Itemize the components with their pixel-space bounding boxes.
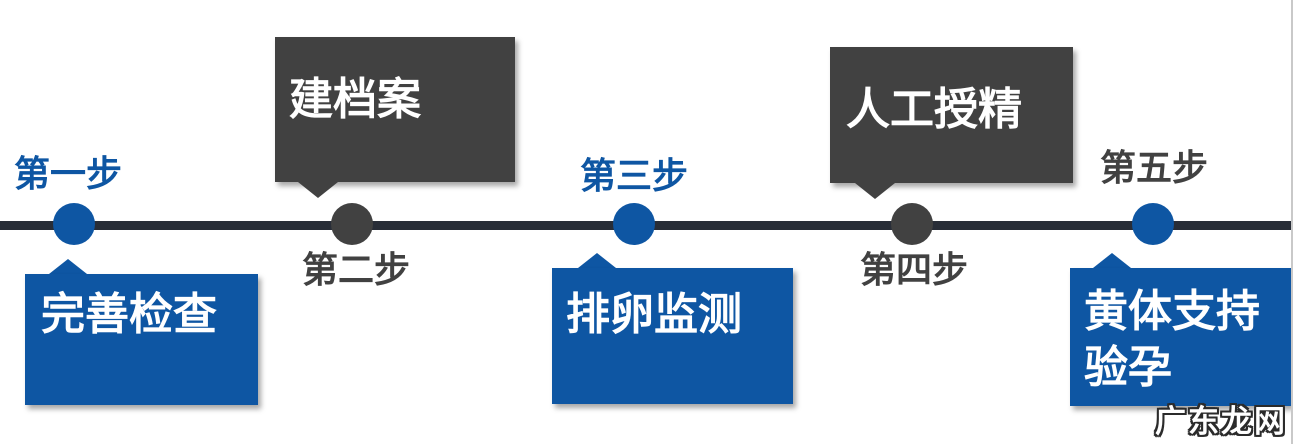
step-4-callout-pointer-icon — [855, 183, 895, 199]
step-2-title: 建档案 — [289, 75, 421, 124]
step-1-dot — [53, 203, 95, 245]
step-5-label: 第五步 — [1100, 147, 1209, 188]
step-3-title: 排卵监测 — [566, 290, 742, 339]
step-2-callout-pointer-icon — [298, 182, 338, 198]
step-5-callout: 黄体支持 验孕 — [1070, 268, 1291, 406]
step-5-title-line1: 黄体支持 — [1084, 287, 1260, 336]
step-4-label: 第四步 — [860, 249, 969, 290]
step-3-dot — [613, 203, 655, 245]
step-2-callout: 建档案 — [275, 37, 515, 182]
step-1-title: 完善检查 — [41, 290, 217, 339]
step-4-callout: 人工授精 — [830, 47, 1073, 183]
step-3-callout-pointer-icon — [578, 253, 616, 268]
step-1-label: 第一步 — [14, 153, 123, 194]
step-4-title: 人工授精 — [846, 85, 1022, 134]
step-3-label: 第三步 — [580, 155, 689, 196]
step-4-dot — [891, 203, 933, 245]
watermark: 广东龙网 — [1155, 404, 1287, 439]
step-2-dot — [331, 203, 373, 245]
step-1-callout-pointer-icon — [49, 259, 87, 274]
step-1-callout: 完善检查 — [25, 274, 258, 405]
step-5-callout-pointer-icon — [1093, 253, 1131, 268]
step-5-title-line2: 验孕 — [1084, 343, 1172, 392]
step-2-label: 第二步 — [302, 249, 411, 290]
step-5-dot — [1132, 203, 1174, 245]
right-edge-divider — [1291, 0, 1293, 444]
step-3-callout: 排卵监测 — [552, 268, 793, 404]
